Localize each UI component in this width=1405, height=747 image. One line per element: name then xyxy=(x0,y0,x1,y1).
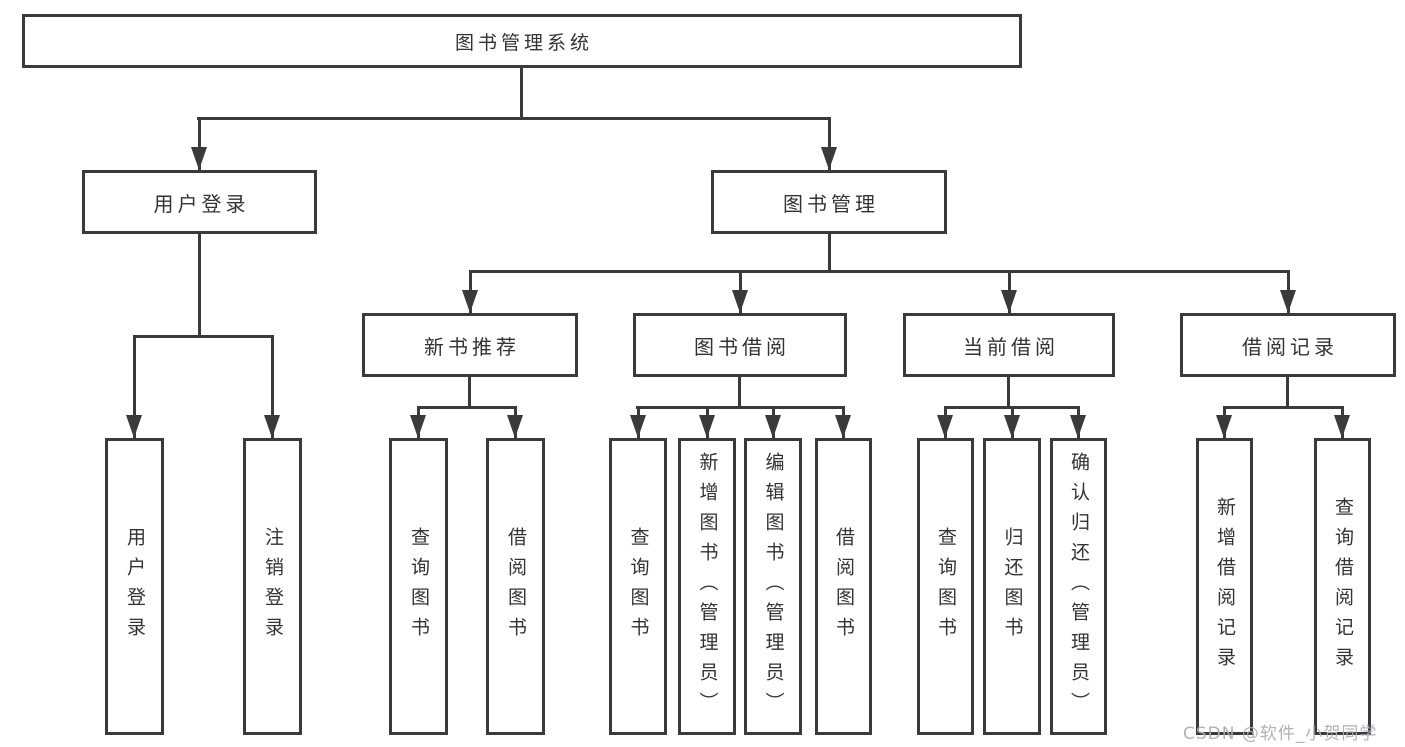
leaf-return-books-label: 归还图书 xyxy=(1001,526,1024,647)
arrow-down-icon xyxy=(126,415,142,438)
connector-line xyxy=(828,117,831,170)
node-borrow-records-label: 借阅记录 xyxy=(1242,334,1338,359)
arrow-down-icon xyxy=(937,415,953,438)
node-user-login-label: 用户登录 xyxy=(153,191,250,216)
arrow-down-icon xyxy=(732,290,748,313)
leaf-add-books-admin-label: 新增图书（管理员） xyxy=(696,451,719,722)
connector-line xyxy=(133,335,136,438)
leaf-edit-books-admin-label: 编辑图书（管理员） xyxy=(762,451,785,722)
node-book-borrow-label: 图书借阅 xyxy=(694,334,790,359)
connector-line xyxy=(520,68,523,120)
connector-line xyxy=(198,234,201,338)
leaf-add-books-admin: 新增图书（管理员） xyxy=(678,438,736,735)
connector-line xyxy=(636,406,845,409)
node-book-borrow: 图书借阅 xyxy=(633,313,847,377)
node-new-book-recommend-label: 新书推荐 xyxy=(424,334,520,359)
connector-line xyxy=(197,117,831,120)
leaf-query-books-a-label: 查询图书 xyxy=(407,526,430,647)
arrow-down-icon xyxy=(835,415,851,438)
leaf-borrow-books-b-label: 借阅图书 xyxy=(832,526,855,647)
arrow-down-icon xyxy=(410,415,426,438)
leaf-logout-login-label: 注销登录 xyxy=(261,526,284,647)
connector-line xyxy=(468,377,471,409)
connector-line xyxy=(271,335,274,438)
leaf-logout-login: 注销登录 xyxy=(243,438,302,735)
node-new-book-recommend: 新书推荐 xyxy=(362,313,578,377)
arrow-down-icon xyxy=(191,147,207,170)
node-current-borrow-label: 当前借阅 xyxy=(963,334,1059,359)
node-borrow-records: 借阅记录 xyxy=(1180,313,1396,377)
arrow-down-icon xyxy=(1334,415,1350,438)
leaf-query-books-b-label: 查询图书 xyxy=(627,526,650,647)
connector-line xyxy=(469,270,1290,273)
leaf-query-borrow-record-label: 查询借阅记录 xyxy=(1331,496,1354,677)
arrow-down-icon xyxy=(264,415,280,438)
node-current-borrow: 当前借阅 xyxy=(903,313,1115,377)
arrow-down-icon xyxy=(699,415,715,438)
connector-line xyxy=(198,117,201,170)
node-root: 图书管理系统 xyxy=(22,14,1022,68)
arrow-down-icon xyxy=(765,415,781,438)
connector-line xyxy=(133,335,274,338)
leaf-query-books-c: 查询图书 xyxy=(917,438,974,735)
leaf-query-books-c-label: 查询图书 xyxy=(934,526,957,647)
connector-line xyxy=(828,234,831,273)
node-book-management-label: 图书管理 xyxy=(783,191,879,216)
leaf-edit-books-admin: 编辑图书（管理员） xyxy=(744,438,802,735)
connector-line xyxy=(738,377,741,409)
connector-line xyxy=(417,406,517,409)
arrow-down-icon xyxy=(507,415,523,438)
arrow-down-icon xyxy=(1070,415,1086,438)
leaf-borrow-books-a: 借阅图书 xyxy=(486,438,545,735)
connector-line xyxy=(1286,377,1289,409)
arrow-down-icon xyxy=(1001,290,1017,313)
leaf-return-books: 归还图书 xyxy=(983,438,1041,735)
leaf-query-books-b: 查询图书 xyxy=(609,438,667,735)
leaf-confirm-return-admin-label: 确认归还（管理员） xyxy=(1067,451,1090,722)
leaf-confirm-return-admin: 确认归还（管理员） xyxy=(1050,438,1107,735)
arrow-down-icon xyxy=(1280,290,1296,313)
arrow-down-icon xyxy=(462,290,478,313)
node-book-management: 图书管理 xyxy=(711,170,947,234)
node-user-login: 用户登录 xyxy=(82,170,317,234)
arrow-down-icon xyxy=(1216,415,1232,438)
leaf-add-borrow-record: 新增借阅记录 xyxy=(1196,438,1253,735)
arrow-down-icon xyxy=(1004,415,1020,438)
node-root-label: 图书管理系统 xyxy=(454,31,593,54)
leaf-user-login-label: 用户登录 xyxy=(123,526,146,647)
arrow-down-icon xyxy=(630,415,646,438)
connector-line xyxy=(1223,406,1344,409)
connector-line xyxy=(1007,377,1010,409)
arrow-down-icon xyxy=(821,147,837,170)
leaf-add-borrow-record-label: 新增借阅记录 xyxy=(1213,496,1236,677)
leaf-user-login: 用户登录 xyxy=(105,438,164,735)
leaf-query-borrow-record: 查询借阅记录 xyxy=(1314,438,1371,735)
leaf-query-books-a: 查询图书 xyxy=(389,438,448,735)
leaf-borrow-books-a-label: 借阅图书 xyxy=(504,526,527,647)
leaf-borrow-books-b: 借阅图书 xyxy=(815,438,872,735)
watermark-text: CSDN @软件_小贺同学 xyxy=(1183,724,1378,744)
